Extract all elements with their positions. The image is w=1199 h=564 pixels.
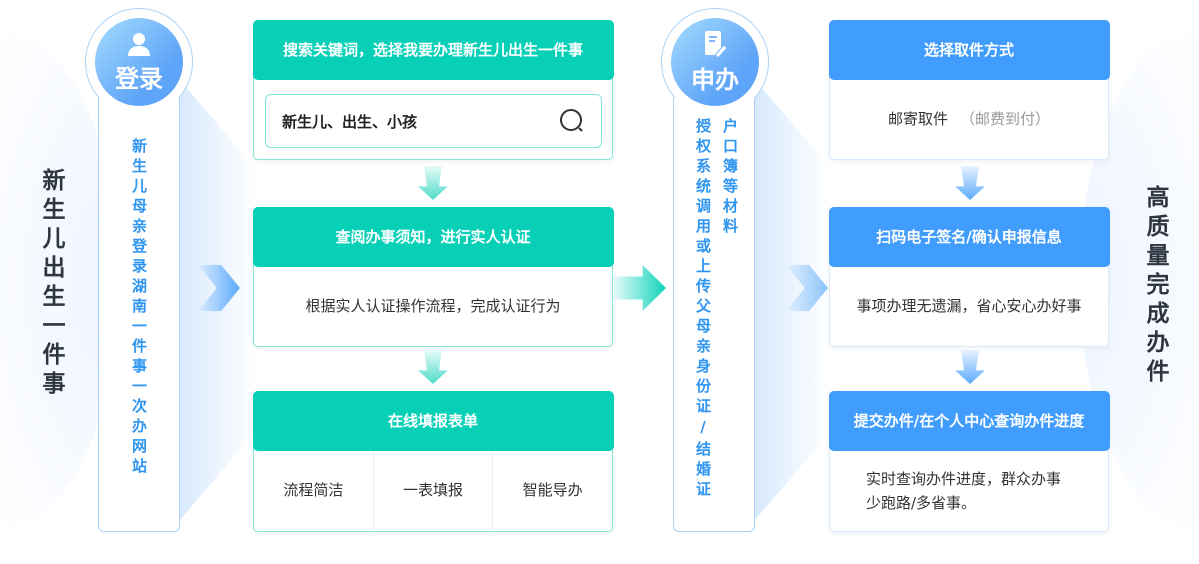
feature-cell: 智能导办: [522, 481, 583, 499]
search-icon[interactable]: [559, 108, 585, 134]
feature-cell: 流程简洁: [254, 450, 374, 529]
apply-shadow: [755, 80, 830, 520]
submit-body-line1: 实时查询办件进度，群众办事: [866, 469, 1062, 488]
arrow-down-icon: [418, 166, 448, 200]
login-column: [98, 98, 180, 532]
sign-card: 扫码电子签名/确认申报信息 事项办理无遗漏，省心安心办好事: [828, 206, 1110, 347]
left-title: 新生儿出生一件事: [38, 168, 64, 400]
arrow-down-icon: [955, 350, 985, 384]
pickup-title: 选择取件方式: [828, 19, 1110, 80]
feature-cell: 一表填报: [374, 450, 494, 529]
user-icon: [128, 32, 150, 56]
step-verify-body: 根据实人认证操作流程，完成认证行为: [305, 297, 561, 315]
step-search-card: 搜索关键词，选择我要办理新生儿出生一件事 新生儿、出生、小孩: [252, 19, 614, 160]
apply-description-left: 授权系统调用或上传父母亲身份证/结婚证: [694, 118, 712, 501]
submit-card: 提交办件/在个人中心查询办件进度 实时查询办件进度，群众办事 少跑路/多省事。: [828, 390, 1110, 532]
apply-description-right: 户口簿等材料: [721, 118, 739, 238]
submit-title: 提交办件/在个人中心查询办件进度: [828, 390, 1110, 451]
search-input-value: 新生儿、出生、小孩: [282, 112, 418, 131]
login-description: 新生儿母亲登录湖南一件事一次办网站: [130, 138, 148, 478]
arrow-right-icon: [614, 265, 666, 311]
right-title: 高质量完成办件: [1142, 185, 1168, 388]
document-edit-icon: [705, 30, 728, 57]
apply-column: [673, 98, 755, 532]
apply-badge: 申办: [671, 18, 759, 106]
step-search-title: 搜索关键词，选择我要办理新生儿出生一件事: [252, 19, 614, 80]
arrow-down-icon: [418, 350, 448, 384]
arrow-down-icon: [955, 166, 985, 200]
step-form-title: 在线填报表单: [252, 390, 614, 451]
pickup-method: 邮寄取件: [887, 110, 948, 128]
login-label: 登录: [115, 64, 163, 93]
step-form-card: 在线填报表单 流程简洁 一表填报 智能导办: [252, 390, 614, 532]
step-verify-card: 查阅办事须知，进行实人认证 根据实人认证操作流程，完成认证行为: [252, 206, 614, 347]
submit-body-line2: 少跑路/多省事。: [866, 493, 977, 512]
login-badge: 登录: [95, 18, 183, 106]
pickup-card: 选择取件方式 邮寄取件 （邮费到付）: [828, 19, 1110, 160]
sign-title: 扫码电子签名/确认申报信息: [828, 206, 1110, 267]
pickup-note: （邮费到付）: [960, 110, 1051, 128]
sign-body: 事项办理无遗漏，省心安心办好事: [856, 297, 1082, 315]
search-input[interactable]: 新生儿、出生、小孩: [265, 94, 602, 148]
apply-label: 申办: [691, 65, 739, 94]
step-verify-title: 查阅办事须知，进行实人认证: [252, 206, 614, 267]
